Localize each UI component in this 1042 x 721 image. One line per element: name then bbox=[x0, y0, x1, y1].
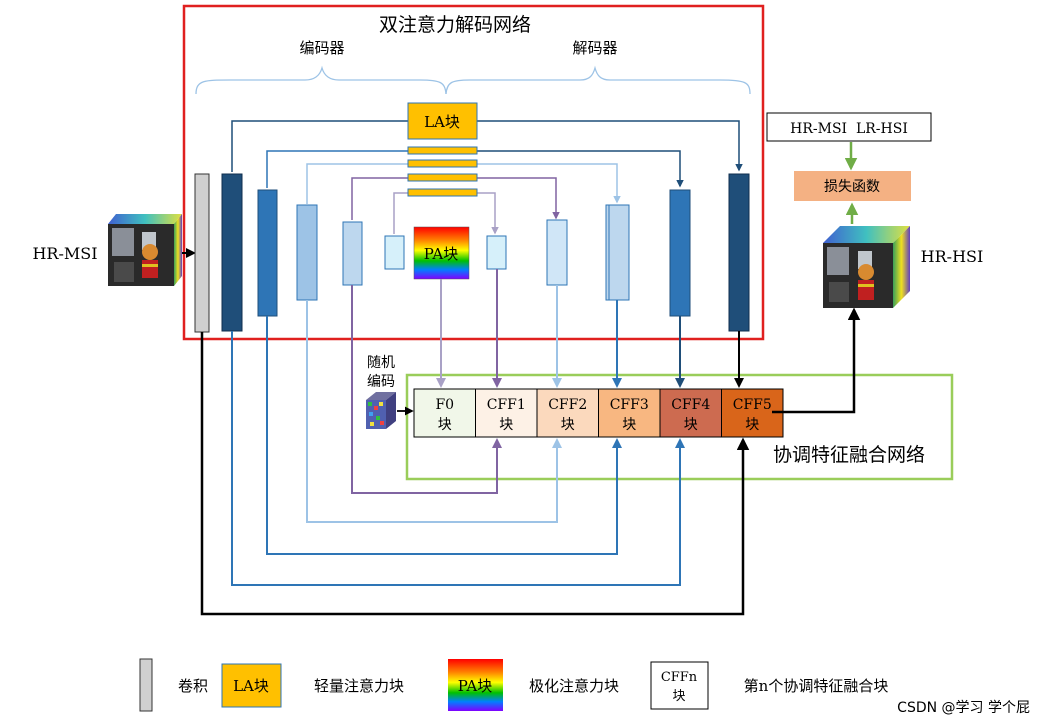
legend-cff-swatch bbox=[650, 661, 709, 710]
decoder-layer-2 bbox=[546, 219, 568, 286]
cff5-to-output-line bbox=[772, 307, 861, 414]
legend: 卷积 LA块 轻量注意力块 PA块 极化注意力块 CFFn 块 第n个协调特征融… bbox=[139, 658, 889, 712]
pa-block-label: PA块 bbox=[424, 245, 459, 263]
legend-pa-desc: 极化注意力块 bbox=[529, 677, 619, 695]
enc1-to-cff4-line bbox=[231, 331, 685, 586]
hr-hsi-label: HR-HSI bbox=[921, 247, 984, 266]
la-thin-bar-2 bbox=[407, 159, 478, 168]
decoder-layer-1 bbox=[486, 235, 507, 270]
encoder-brace bbox=[195, 65, 447, 95]
cff-block-0-name: F0 bbox=[435, 397, 454, 413]
dual-attention-net-frame bbox=[182, 4, 765, 341]
skip-line-level2-out bbox=[477, 150, 684, 188]
cff-block-4 bbox=[659, 388, 722, 438]
decoder-layer-3 bbox=[608, 204, 630, 301]
watermark: CSDN @学习 学个屁 bbox=[897, 700, 1030, 716]
cff-block-5-name: CFF5 bbox=[733, 397, 772, 413]
skip-line-level5-out bbox=[477, 192, 499, 235]
enc4-to-cff1-line bbox=[351, 285, 502, 494]
loss-inputs-box bbox=[766, 112, 932, 142]
hr-msi-label: HR-MSI bbox=[32, 244, 97, 263]
skip-line-level4-out bbox=[477, 177, 560, 220]
cff-block-1 bbox=[475, 388, 538, 438]
la-thin-bar-1 bbox=[407, 146, 478, 155]
cff-block-2 bbox=[536, 388, 599, 438]
cff-row: F0 块 CFF1 块 CFF2 块 CFF3 块 CFF4 块 CFF5 块 bbox=[413, 388, 784, 438]
encoder-label: 编码器 bbox=[299, 39, 344, 57]
pa-block bbox=[413, 226, 470, 280]
enc2-to-cff3-line bbox=[266, 316, 622, 555]
la-block bbox=[407, 102, 478, 140]
skip-line-level1 bbox=[231, 120, 408, 172]
encoder-layer-1 bbox=[221, 173, 243, 332]
legend-la-box-label: LA块 bbox=[233, 677, 269, 695]
la-block-label: LA块 bbox=[424, 113, 460, 131]
skip-line-level5 bbox=[393, 192, 408, 234]
legend-la-desc: 轻量注意力块 bbox=[314, 677, 404, 695]
cff-block-2-suffix: 块 bbox=[561, 417, 575, 433]
cff-block-0-suffix: 块 bbox=[438, 417, 452, 433]
la-thin-bar-4 bbox=[407, 188, 478, 197]
fusion-net-title: 协调特征融合网络 bbox=[773, 444, 925, 466]
conv-to-cff5-line bbox=[200, 332, 750, 616]
legend-conv-label: 卷积 bbox=[178, 677, 208, 695]
legend-cff-desc: 第n个协调特征融合块 bbox=[744, 677, 889, 695]
la-thin-bar-3 bbox=[407, 173, 478, 182]
cff-block-1-name: CFF1 bbox=[487, 397, 526, 413]
loss-function-box bbox=[794, 171, 911, 201]
legend-pa-swatch bbox=[448, 659, 503, 711]
cff-block-3-suffix: 块 bbox=[622, 417, 636, 433]
skip-line-level3 bbox=[306, 163, 408, 204]
cff-block-4-suffix: 块 bbox=[684, 417, 698, 433]
encoder-layer-4 bbox=[342, 221, 363, 286]
encoder-layer-5 bbox=[384, 235, 405, 270]
legend-cff-box-label-1: CFFn bbox=[661, 670, 698, 685]
cff-block-3-name: CFF3 bbox=[610, 397, 649, 413]
legend-cff-box-label-2: 块 bbox=[672, 689, 685, 704]
random-code-icon bbox=[366, 392, 396, 429]
enc3-to-cff2-line bbox=[306, 300, 562, 523]
loss-function-label: 损失函数 bbox=[824, 179, 880, 195]
random-code-label-2: 编码 bbox=[367, 374, 395, 390]
conv-layer bbox=[194, 173, 210, 333]
decoder-brace bbox=[445, 65, 751, 95]
cff-block-4-name: CFF4 bbox=[671, 397, 710, 413]
cff-block-2-name: CFF2 bbox=[548, 397, 587, 413]
skip-line-level2 bbox=[266, 150, 408, 188]
random-code-label-1: 随机 bbox=[367, 355, 395, 371]
encoder-layer-3 bbox=[296, 204, 318, 301]
cff-block-0 bbox=[413, 388, 476, 438]
hr-hsi-image bbox=[823, 226, 910, 308]
legend-pa-box-label: PA块 bbox=[458, 677, 493, 695]
decoder-layer-5 bbox=[728, 173, 750, 332]
cff-block-5-suffix: 块 bbox=[745, 417, 759, 433]
decoder-layer-4 bbox=[669, 189, 691, 317]
skip-line-level3-out bbox=[477, 163, 621, 204]
decoder-label: 解码器 bbox=[572, 39, 617, 57]
dual-net-title: 双注意力解码网络 bbox=[379, 14, 531, 36]
hr-msi-image bbox=[108, 214, 182, 286]
legend-la-swatch bbox=[221, 663, 282, 708]
skip-line-level4 bbox=[351, 177, 408, 220]
legend-conv-swatch bbox=[139, 658, 153, 712]
cff-block-1-suffix: 块 bbox=[499, 417, 513, 433]
encoder-layer-2 bbox=[257, 189, 278, 317]
loss-inputs-label: HR-MSI LR-HSI bbox=[790, 121, 908, 137]
skip-line-level1-out bbox=[477, 120, 743, 172]
